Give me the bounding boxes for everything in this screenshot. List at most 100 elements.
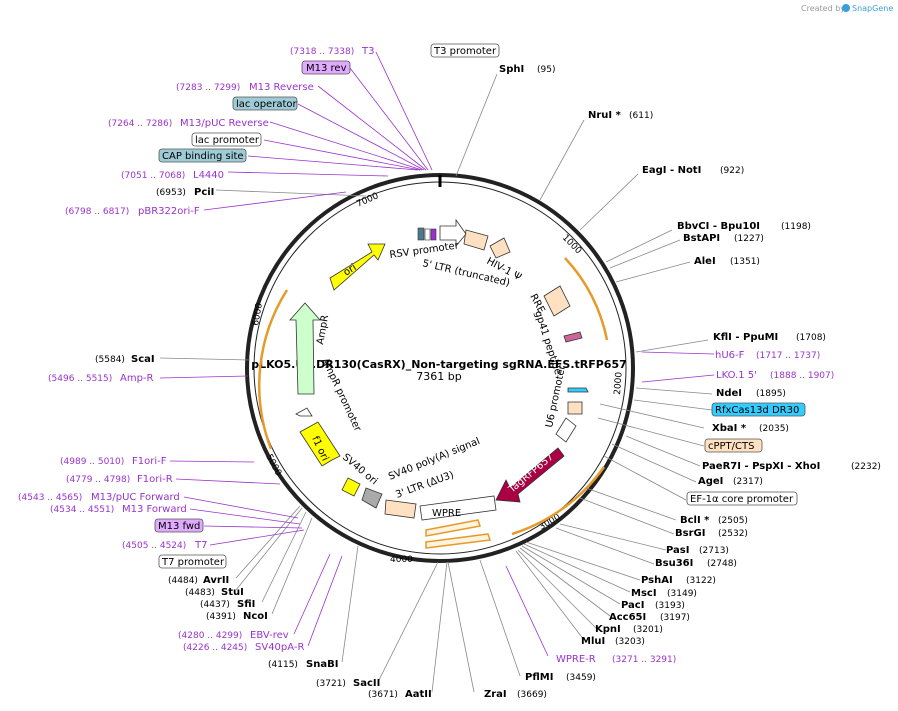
box-cppt-cts: cPPT/CTS [704,438,763,453]
primer-pos: (7283 .. 7299) [176,83,240,93]
enzyme-name: KflI - PpuMI [713,332,778,343]
tick-4000: 4000 [390,555,413,565]
enzyme-pos: (2505) [718,516,748,526]
primer-pos: (4505 .. 4524) [122,541,186,551]
cas13-dr-feature [567,387,589,393]
svg-text:M13 rev: M13 rev [306,63,347,74]
enzyme-name: BbvCI - Bpu10I [677,221,760,232]
enzyme-name: MluI [581,636,605,647]
primer-name: hU6-F [715,350,745,361]
arc-hiv-region [564,257,609,341]
svg-text:CAP binding site: CAP binding site [162,151,244,162]
primer-pos: (4226 .. 4245) [183,643,247,653]
primer-pos: (4280 .. 4299) [178,631,242,641]
primer-pos: (4989 .. 5010) [60,457,124,467]
primer-pos: (5496 .. 5515) [48,374,112,384]
wpre-feature [419,495,497,521]
rre-feature [543,285,571,317]
enzyme-pos: (95) [537,65,555,75]
enzyme-name: MscI [631,588,657,599]
svg-text:cPPT/CTS: cPPT/CTS [708,441,754,452]
plasmid-name: pLKO5.U6.DR130(CasRX)_Non-targeting sgRN… [251,358,627,371]
enzyme-name: EagI - NotI [642,165,701,176]
svg-text:lac promoter: lac promoter [195,135,260,146]
tagrfp657-feature [495,447,565,503]
enzyme-pos: (3669) [517,690,547,700]
ori-feature [329,243,386,291]
enzyme-name: PacI [621,600,644,611]
efs-arrows [425,519,492,549]
enzyme-pos: (1351) [730,257,760,267]
enzyme-name: Bsu36I [655,558,693,569]
tick-2000: 2000 [613,371,625,395]
primer-name: L4440 [193,170,224,181]
enzyme-pos: (4437) [200,600,230,610]
enzyme-pos: (3149) [667,589,697,599]
ampr-promoter-feature [295,407,313,417]
primer-name: Amp-R [120,373,154,384]
primer-name: pBR322ori-F [138,206,200,217]
ampr-label: AmpR [315,314,331,345]
enzyme-pos: (5584) [95,355,125,365]
svg-text:T7 promoter: T7 promoter [161,557,225,568]
u6-promoter-feature [555,417,577,443]
cppt-feature [567,401,583,415]
box-lac-promoter: lac promoter [191,132,262,147]
primer-name: T7 [194,540,207,551]
enzyme-name: SphI [499,64,524,75]
enzyme-pos: (3193) [655,601,685,611]
primer-name: M13 Forward [122,504,187,515]
primer-pos: (4543 .. 4565) [18,493,82,503]
box-t3-promoter: T3 promoter [430,43,500,58]
primer-pos: (4534 .. 4551) [50,505,114,515]
enzyme-pos: (3201) [633,625,663,635]
rsv-promoter-feature [439,218,467,248]
box-t7-promoter: T7 promoter [158,554,227,569]
tick-5000: 5000 [263,453,283,478]
enzyme-name: XbaI * [712,423,747,434]
enzyme-pos: (611) [629,111,653,121]
enzyme-name: AgeI [698,476,723,487]
enzyme-pos: (3459) [566,673,596,683]
enzyme-pos: (3197) [660,613,690,623]
enzyme-pos: (4391) [206,612,236,622]
enzyme-name: PshAI [641,575,673,586]
enzyme-name: SnaBI [306,659,338,670]
enzyme-name: NruI * [588,110,622,121]
enzyme-name: AvrII [203,575,229,586]
feature-arcs [258,257,609,536]
leader-lines [159,73,713,693]
svg-text:T3 promoter: T3 promoter [433,46,497,57]
primer-leader-lines [159,51,715,657]
hiv-psi-feature [489,237,511,259]
box-lac-operator: lac operator [232,96,297,111]
svg-text:EF-1α core promoter: EF-1α core promoter [690,494,794,505]
enzyme-name: Acc65I [609,612,646,623]
primer-pos: (4779 .. 4798) [66,475,130,485]
ampr-feature [289,302,321,395]
sv40-pa-feature [361,487,383,509]
enzyme-pos: (1227) [734,234,764,244]
primer-name: EBV-rev [250,630,289,641]
enzyme-pos: (2232) [851,462,881,472]
svg-text:lac operator: lac operator [236,99,297,110]
enzyme-name: PasI [666,545,689,556]
primer-name: F1ori-F [132,456,167,467]
primer-name: T3 [361,46,374,57]
ltr5-feature [463,229,489,251]
enzyme-name: ScaI [131,354,155,365]
enzyme-name: AatII [405,689,432,700]
svg-text:RfxCas13d DR30: RfxCas13d DR30 [715,405,799,416]
tick-6000: 6000 [251,302,265,327]
brand-name: SnapGene [852,4,893,13]
enzyme-name: SacII [353,678,380,689]
enzyme-name: NcoI [243,611,268,622]
enzyme-pos: (4115) [268,660,298,670]
enzyme-name: PciI [194,187,214,198]
primer-pos: (3271 .. 3291) [612,655,676,665]
box-cap-binding-site: CAP binding site [158,148,247,163]
enzyme-pos: (1708) [796,333,826,343]
enzyme-name: NdeI [716,388,742,399]
wpre-label: WPRE [432,508,461,519]
